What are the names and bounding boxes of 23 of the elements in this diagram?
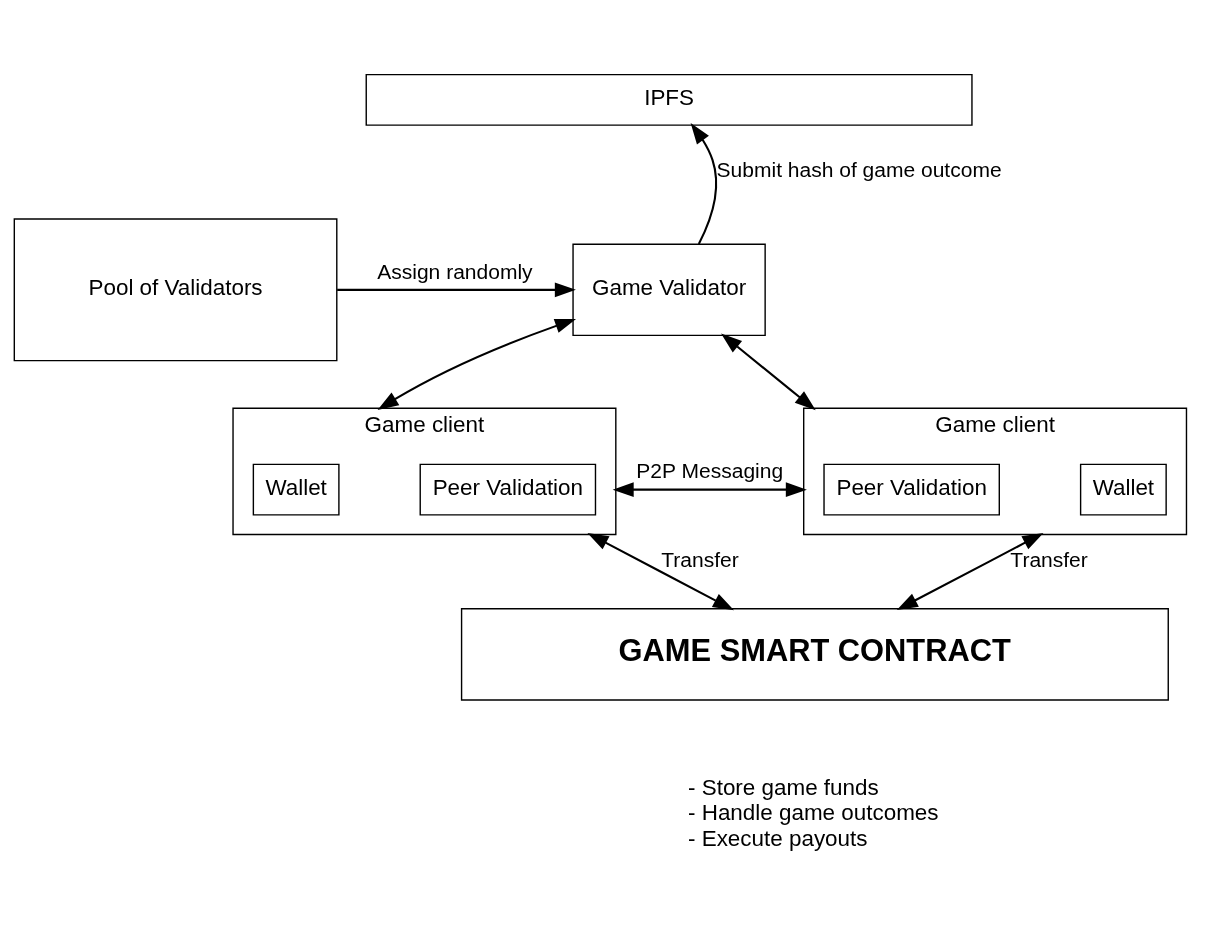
edge-label: Assign randomly <box>377 259 533 283</box>
node-box: Pool of Validators <box>13 218 338 362</box>
node-label: - Store game funds <box>688 775 879 801</box>
edge-label: Transfer <box>1010 547 1088 571</box>
arrow <box>690 123 718 245</box>
edge-label: P2P Messaging <box>636 459 784 483</box>
arrow <box>337 282 576 298</box>
node-box: Wallet <box>252 463 340 516</box>
arrow <box>721 333 816 411</box>
node-box: Peer Validation <box>419 463 597 516</box>
node-box: Game Validator <box>572 243 766 337</box>
arrow <box>612 482 807 497</box>
node-box: IPFS <box>365 73 973 126</box>
node-box: Peer Validation <box>823 463 1000 516</box>
edge-label: Submit hash of game outcome <box>716 157 1002 181</box>
node-box: Wallet <box>1079 463 1167 516</box>
edge-label: Transfer <box>661 547 739 571</box>
arrow <box>587 533 734 611</box>
node-box: GAME SMART CONTRACT <box>460 608 1169 701</box>
arrow <box>896 533 1044 611</box>
arrow <box>377 318 577 410</box>
node-label: - Execute payouts <box>688 825 868 851</box>
node-label: - Handle game outcomes <box>688 800 939 826</box>
